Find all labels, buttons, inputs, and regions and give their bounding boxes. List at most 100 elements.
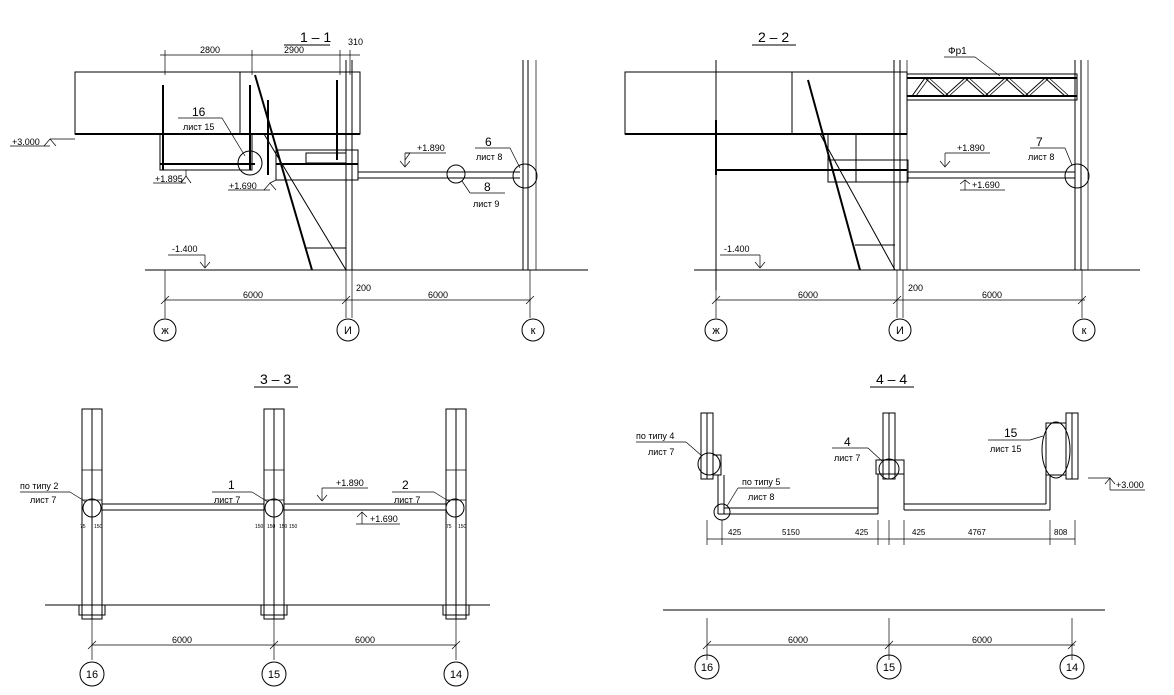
level-mark-plus3000: +3.000	[10, 137, 75, 147]
callout-circle-4-a	[697, 452, 721, 476]
level-mark-plus1890: +1.890	[399, 143, 446, 168]
bottom-dimensions-3: 6000 6000	[87, 619, 461, 660]
section-2-2: 2 – 2 Фр1	[624, 29, 1140, 342]
axis-bubble-4-15: 15	[876, 654, 902, 680]
callout-circle-6	[512, 163, 538, 189]
section-title-3-3: 3 – 3	[260, 371, 291, 387]
svg-text:14: 14	[1066, 662, 1078, 674]
axis-bubble-3-14: 14	[443, 661, 469, 687]
svg-text:6000: 6000	[798, 290, 818, 300]
callout-circle-3-b	[264, 498, 284, 518]
truss-label: Фр1	[948, 46, 967, 57]
axis-bubble-2-k: к	[1072, 318, 1096, 342]
callout-sheet-4-b: лист 8	[748, 492, 774, 502]
upper-block-2	[624, 71, 908, 135]
svg-text:14: 14	[450, 669, 462, 681]
svg-text:150: 150	[289, 524, 298, 530]
svg-text:6000: 6000	[172, 635, 192, 645]
level-mark-plus1690: +1.690	[228, 179, 277, 191]
section-4-4: 4 – 4	[636, 371, 1145, 680]
axis-bubble-zh: ж	[153, 318, 177, 342]
axis-bubble-2-i: И	[888, 318, 912, 342]
dim-2800: 2800	[200, 45, 220, 55]
svg-text:+3.000: +3.000	[12, 137, 40, 147]
svg-text:+1.890: +1.890	[957, 143, 985, 153]
svg-text:75: 75	[446, 524, 452, 530]
callout-circle-4-c	[878, 458, 900, 480]
column-14	[442, 408, 470, 620]
svg-text:И: И	[344, 325, 352, 337]
callout-circle-4-d	[1041, 421, 1071, 479]
bottom-dimensions-2: 6000 200 6000	[711, 270, 1087, 318]
svg-text:150: 150	[267, 524, 276, 530]
svg-text:15: 15	[883, 662, 895, 674]
section-1-1: 1 – 1 2800 2900 310	[10, 29, 588, 342]
svg-text:16: 16	[701, 662, 713, 674]
callout-sheet-4-a: лист 7	[648, 447, 674, 457]
callout-sheet-3-b: лист 7	[214, 495, 240, 505]
callout-sheet-3-a: лист 7	[30, 495, 56, 505]
svg-text:4767: 4767	[968, 528, 986, 537]
svg-text:200: 200	[356, 283, 371, 293]
callout-label-3-a: по типу 2	[20, 481, 58, 491]
section-title-1-1: 1 – 1	[300, 29, 331, 45]
callout-circle-3-a	[82, 498, 102, 518]
top-dimensions: 2800 2900 310	[160, 37, 363, 75]
callout-label-4-a: по типу 4	[636, 431, 674, 441]
bottom-dimensions: 6000 200 6000	[160, 270, 535, 318]
callout-num-6: 6	[485, 135, 492, 149]
axis-bubble-3-16: 16	[79, 661, 105, 687]
callout-sheet-3-c: лист 7	[394, 495, 420, 505]
svg-text:150: 150	[458, 524, 467, 530]
section-3-3: 3 – 3	[20, 371, 490, 687]
level-mark-2-plus1890: +1.890	[939, 143, 990, 168]
callout-num-7: 7	[1036, 135, 1043, 149]
callout-num-8: 8	[484, 180, 491, 194]
svg-text:150: 150	[94, 524, 103, 530]
svg-text:ж: ж	[712, 325, 720, 337]
svg-text:425: 425	[912, 528, 926, 537]
axis-bubble-4-14: 14	[1059, 654, 1085, 680]
svg-text:к: к	[1082, 325, 1087, 337]
callout-label-4-b: по типу 5	[742, 477, 780, 487]
svg-text:150: 150	[279, 524, 288, 530]
truss-fr1	[906, 73, 1078, 101]
callout-sheet-6: лист 8	[476, 152, 502, 162]
section-title-2-2: 2 – 2	[758, 29, 789, 45]
svg-text:6000: 6000	[982, 290, 1002, 300]
svg-text:15: 15	[268, 669, 280, 681]
svg-text:425: 425	[728, 528, 742, 537]
mid-dimensions-4: 425 5150 425 425 4767 808	[706, 520, 1076, 545]
svg-text:6000: 6000	[788, 635, 808, 645]
svg-text:6000: 6000	[355, 635, 375, 645]
callout-sheet-8: лист 9	[473, 199, 499, 209]
section-title-4-4: 4 – 4	[876, 371, 907, 387]
svg-text:200: 200	[908, 283, 923, 293]
level-mark-2-plus1690: +1.690	[959, 179, 1005, 191]
svg-text:+1.890: +1.890	[336, 478, 364, 488]
callout-label-3-b: 1	[228, 478, 235, 492]
svg-text:ж: ж	[161, 325, 169, 337]
axis-bubble-i: И	[336, 318, 360, 342]
svg-text:16: 16	[86, 669, 98, 681]
svg-text:425: 425	[855, 528, 869, 537]
svg-text:6000: 6000	[428, 290, 448, 300]
level-mark-4-plus3000: +3.000	[1088, 477, 1145, 491]
svg-text:6000: 6000	[243, 290, 263, 300]
column-4-16	[700, 412, 722, 480]
svg-text:150: 150	[255, 524, 264, 530]
level-mark-3-plus1890: +1.890	[316, 478, 368, 502]
axis-bubble-2-zh: ж	[704, 318, 728, 342]
callout-label-4-c: 4	[844, 435, 851, 449]
axis-bubble-3-15: 15	[261, 661, 287, 687]
svg-text:+1.690: +1.690	[229, 181, 257, 191]
level-mark-plus1895: +1.895	[153, 170, 192, 184]
svg-text:6000: 6000	[972, 635, 992, 645]
callout-sheet-16: лист 15	[183, 122, 214, 132]
upper-block	[74, 71, 361, 135]
column-4-14	[1045, 412, 1079, 480]
level-mark-3-plus1690: +1.690	[356, 511, 400, 525]
svg-text:И: И	[896, 325, 904, 337]
svg-text:5150: 5150	[782, 528, 800, 537]
